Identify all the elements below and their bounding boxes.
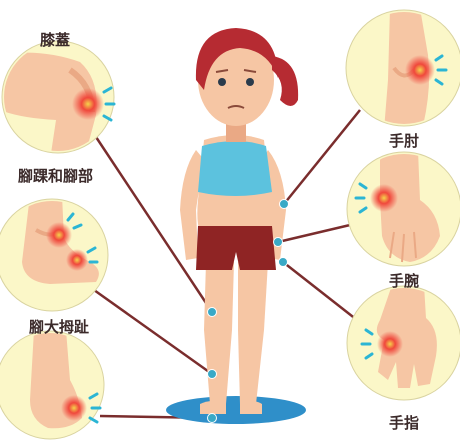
fingers-label: 手指 <box>389 412 419 433</box>
big-toe-bubble <box>0 330 104 439</box>
knee-label: 膝蓋 <box>40 29 70 50</box>
floor-shadow <box>166 396 306 424</box>
pain-spot-icon <box>66 249 88 271</box>
joint-marker-icon <box>279 258 288 267</box>
joint-marker-icon <box>280 200 289 209</box>
joint-marker-icon <box>208 370 217 379</box>
wrist-label: 手腕 <box>389 270 419 291</box>
wrist-bubble <box>347 150 460 266</box>
pain-spot-icon <box>405 55 435 85</box>
elbow-label: 手肘 <box>389 130 419 151</box>
joint-marker-icon <box>274 238 283 247</box>
joint-marker-icon <box>208 414 217 423</box>
pain-spot-icon <box>46 222 72 248</box>
pain-spot-icon <box>370 184 398 212</box>
joint-marker-icon <box>208 308 217 317</box>
knee-bubble <box>0 41 114 160</box>
ankle-bubble <box>0 195 108 311</box>
pain-spot-icon <box>72 88 104 120</box>
ankle-label: 腳踝和腳部 <box>18 165 93 186</box>
woman-figure <box>166 28 306 424</box>
pain-spot-icon <box>377 331 403 357</box>
big-toe-label: 腳大拇趾 <box>29 316 89 337</box>
elbow-bubble <box>346 8 460 130</box>
fingers-bubble <box>347 285 460 400</box>
pain-spot-icon <box>61 395 87 421</box>
